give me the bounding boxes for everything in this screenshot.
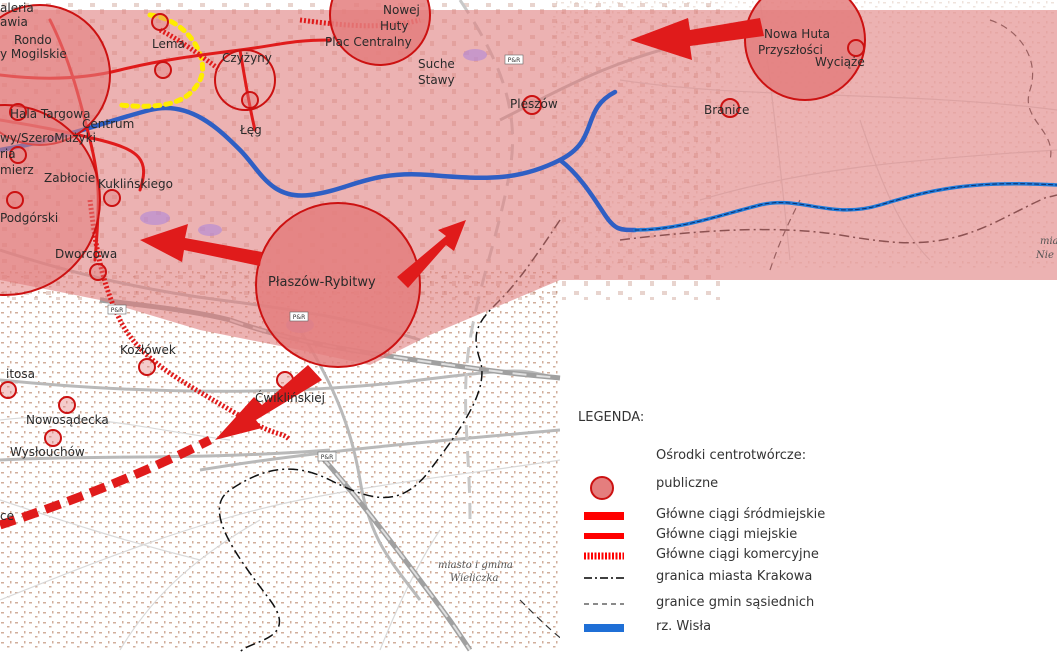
label-witosa: itosa [6,367,35,381]
label-rondo: Rondo [14,33,52,47]
future-corridor [0,435,213,530]
legend-label-srodmiejskie: Główne ciągi śródmiejskie [656,507,826,522]
place-labels: aleria awia Rondo y Mogilskie Lema Czyży… [0,1,1057,584]
label-galeria: aleria [0,1,34,15]
legend-title: LEGENDA: [578,410,645,425]
label-leg: Łęg [239,123,262,137]
label-ria: ria [0,147,16,161]
label-lema: Lema [152,37,185,51]
label-wieliczka: Wieliczka [450,573,499,584]
park-ride-labels: P&R P&R P&R P&R [107,54,524,462]
label-przyszlosci: Przyszłości [758,43,823,57]
label-nowej: Nowej [383,3,420,17]
label-nie: Nie [1035,250,1054,261]
label-podgorski: Podgórski [0,211,58,225]
label-ce: ce [0,509,14,523]
label-kazimierz: mierz [0,163,34,177]
legend-row-miejskie: Główne ciągi miejskie [578,526,1038,546]
legend: LEGENDA: Ośrodki centrotwórcze: publiczn… [560,398,1050,652]
label-mogilskie: y Mogilskie [0,47,67,61]
legend-row-komercyjne: Główne ciągi komercyjne [578,546,1038,566]
legend-row-wisla: rz. Wisła [578,618,1038,638]
label-suche: Suche [418,57,455,71]
legend-label-granica-krakowa: granica miasta Krakowa [656,569,813,584]
arrow-nowa-huta [630,18,764,60]
legend-centers-public: publiczne [656,476,719,491]
label-szeromuzyki: wy/SzeroMużyki [0,131,96,145]
yellow-corridor [117,12,206,109]
label-hala-targowa: Hala Targowa [10,107,90,121]
svg-text:P&R: P&R [508,57,520,64]
legend-row-granica-krakowa: granica miasta Krakowa [578,568,1038,588]
svg-text:P&R: P&R [293,314,305,321]
legend-label-granice-gmin: granice gmin sąsiednich [656,595,815,610]
arrow-west [140,224,262,266]
label-plac-centralny: Plac Centralny [325,35,412,49]
centers-small [0,13,865,447]
label-kozlowek: Kozłówek [120,343,176,357]
label-zablocie: Zabłocie [44,171,95,185]
label-miasto-gmina: miasto i gmina [438,560,513,571]
arrow-northeast [397,220,466,288]
legend-swatch-komercyjne [584,552,624,560]
legend-swatch-wisla [584,624,624,632]
label-wyslouchow: Wysłouchów [10,445,85,459]
legend-label-wisla: rz. Wisła [656,619,712,634]
svg-text:P&R: P&R [111,307,123,314]
legend-label-komercyjne: Główne ciągi komercyjne [656,547,819,562]
direction-arrows [140,18,764,440]
label-mia: mia [1040,236,1057,247]
label-branice: Branice [704,103,749,117]
label-nowosadecka: Nowosądecka [26,413,109,427]
legend-center-symbol [590,476,614,500]
legend-row-srodmiejskie: Główne ciągi śródmiejskie [578,506,1038,526]
svg-text:P&R: P&R [321,454,333,461]
arrow-southwest [215,365,322,440]
legend-row-granice-gmin: granice gmin sąsiednich [578,594,1038,614]
label-kawia: awia [0,15,28,29]
legend-label-miejskie: Główne ciągi miejskie [656,527,798,542]
legend-swatch-srodmiejskie [584,512,624,520]
legend-swatch-miejskie [584,533,624,539]
label-nowa-huta: Nowa Huta [764,27,830,41]
label-kuklinskiego: Kuklińskiego [98,177,173,191]
label-czyzyny: Czyżyny [222,51,272,65]
label-plaszow-rybitwy: Płaszów-Rybitwy [268,275,376,290]
label-huty: Huty [380,19,408,33]
vistula-river [0,89,1057,233]
label-stawy: Stawy [418,73,455,87]
label-cwiklinskiej: Ćwiklińskiej [255,390,325,405]
label-centrum: Centrum [82,117,134,131]
legend-swatch-granica-krakowa [584,577,624,579]
legend-centers-category: Ośrodki centrotwórcze: [656,448,807,463]
label-wyciaze: Wyciąże [815,55,865,69]
label-dworcowa: Dworcowa [55,247,117,261]
legend-swatch-granice-gmin [584,603,624,605]
city-boundary-line [218,219,561,652]
label-pleszow: Pleszów [510,97,558,111]
